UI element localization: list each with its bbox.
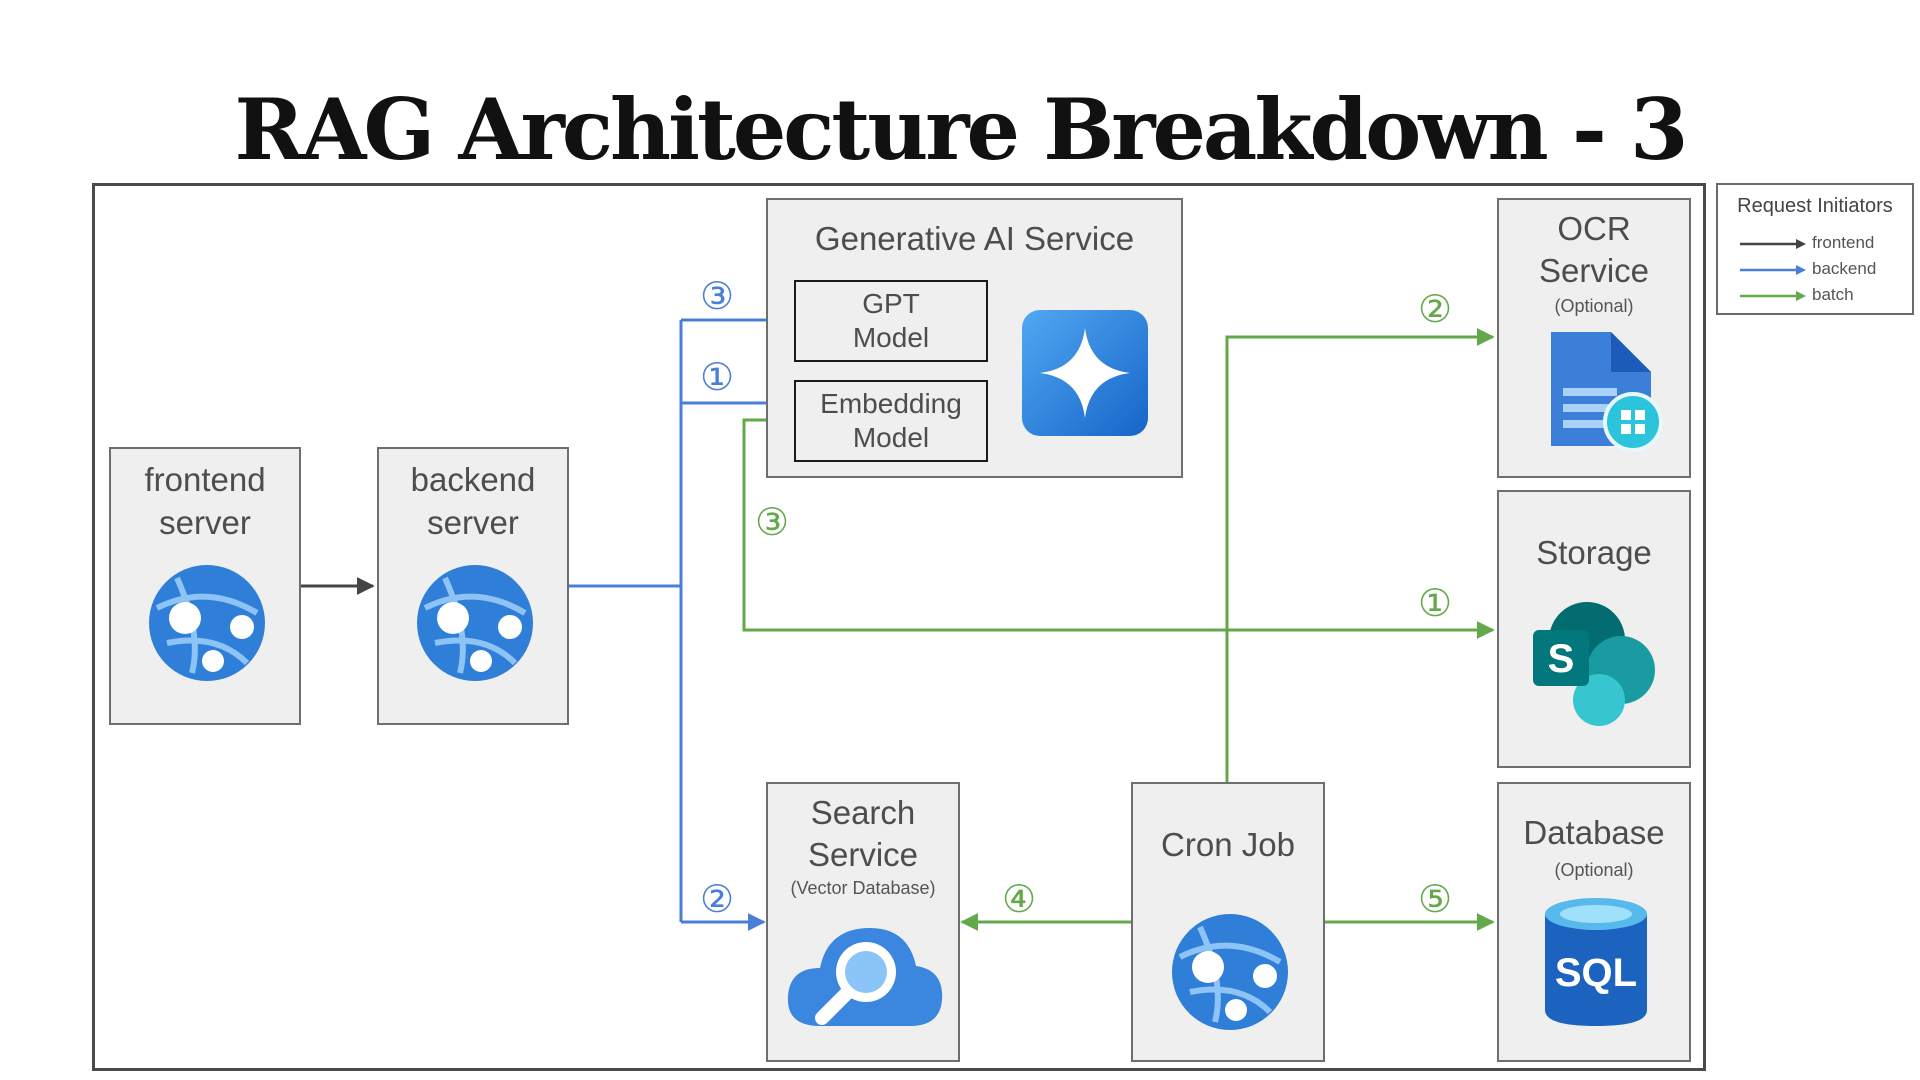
legend-item-backend: backend (1740, 258, 1910, 282)
svg-text:S: S (1548, 637, 1575, 681)
document-intelligence-icon (1551, 332, 1663, 452)
legend-arrow-backend (1740, 265, 1806, 275)
ocr-optional-note: (Optional) (1554, 296, 1634, 316)
generative-ai-service-label: Generative AI Service (814, 220, 1135, 257)
legend-item-batch: batch (1740, 284, 1910, 308)
sql-database-icon: SQL (1545, 898, 1647, 1026)
app-service-globe-icon (1172, 914, 1288, 1030)
app-service-globe-icon (149, 565, 265, 681)
architecture-frame (92, 183, 1706, 1071)
database-node[interactable]: Database (Optional) SQL (1497, 782, 1691, 1062)
app-service-globe-icon (417, 565, 533, 681)
search-vector-database-note: (Vector Database) (790, 878, 936, 898)
backend-server-node[interactable]: backend server (377, 447, 569, 725)
storage-node[interactable]: Storage S (1497, 490, 1691, 768)
step-label-blue-gpt: ③ (700, 276, 735, 318)
generative-ai-service-node[interactable]: Generative AI Service GPT Model Embeddin… (766, 198, 1183, 478)
search-service-node[interactable]: Search Service (Vector Database) (766, 782, 960, 1062)
legend-label-backend: backend (1812, 259, 1877, 278)
arrow-cron-to-ocr (1225, 328, 1495, 782)
database-optional-note: (Optional) (1554, 860, 1634, 880)
legend-title: Request Initiators (1737, 195, 1893, 217)
gpt-model-box[interactable]: GPT Model (794, 280, 988, 362)
legend-item-frontend: frontend (1740, 232, 1910, 256)
step-label-green-embedding: ③ (755, 502, 790, 544)
step-label-blue-search: ② (700, 879, 735, 921)
step-label-green-storage: ① (1418, 583, 1453, 625)
sql-icon-text: SQL (1555, 951, 1637, 995)
sharepoint-icon: S (1533, 602, 1655, 726)
database-label: Database (1523, 814, 1665, 851)
step-label-green-database: ⑤ (1418, 879, 1453, 921)
cron-job-node[interactable]: Cron Job (1131, 782, 1325, 1062)
search-service-label: Search Service (807, 794, 919, 874)
legend-arrow-batch (1740, 291, 1806, 301)
frontend-server-node[interactable]: frontend server (109, 447, 301, 725)
legend-label-frontend: frontend (1812, 233, 1875, 252)
ocr-service-label: OCR Service (1538, 210, 1650, 290)
ai-sparkle-icon (1022, 310, 1148, 436)
frontend-server-label: frontend server (144, 461, 266, 541)
page-title: RAG Architecture Breakdown - 3 (234, 80, 1689, 179)
step-label-blue-embedding: ① (700, 357, 735, 399)
legend-label-batch: batch (1812, 285, 1854, 304)
step-label-green-search: ④ (1002, 879, 1037, 921)
ocr-service-node[interactable]: OCR Service (Optional) (1497, 198, 1691, 478)
cloud-search-icon (787, 928, 943, 1026)
step-label-green-ocr: ② (1418, 289, 1453, 331)
backend-server-label: backend server (410, 461, 536, 541)
embedding-model-box[interactable]: Embedding Model (794, 380, 988, 462)
cron-job-label: Cron Job (1161, 826, 1295, 863)
storage-label: Storage (1536, 534, 1652, 571)
legend: Request Initiators frontend backend batc… (1716, 183, 1914, 315)
legend-arrow-frontend (1740, 239, 1806, 249)
